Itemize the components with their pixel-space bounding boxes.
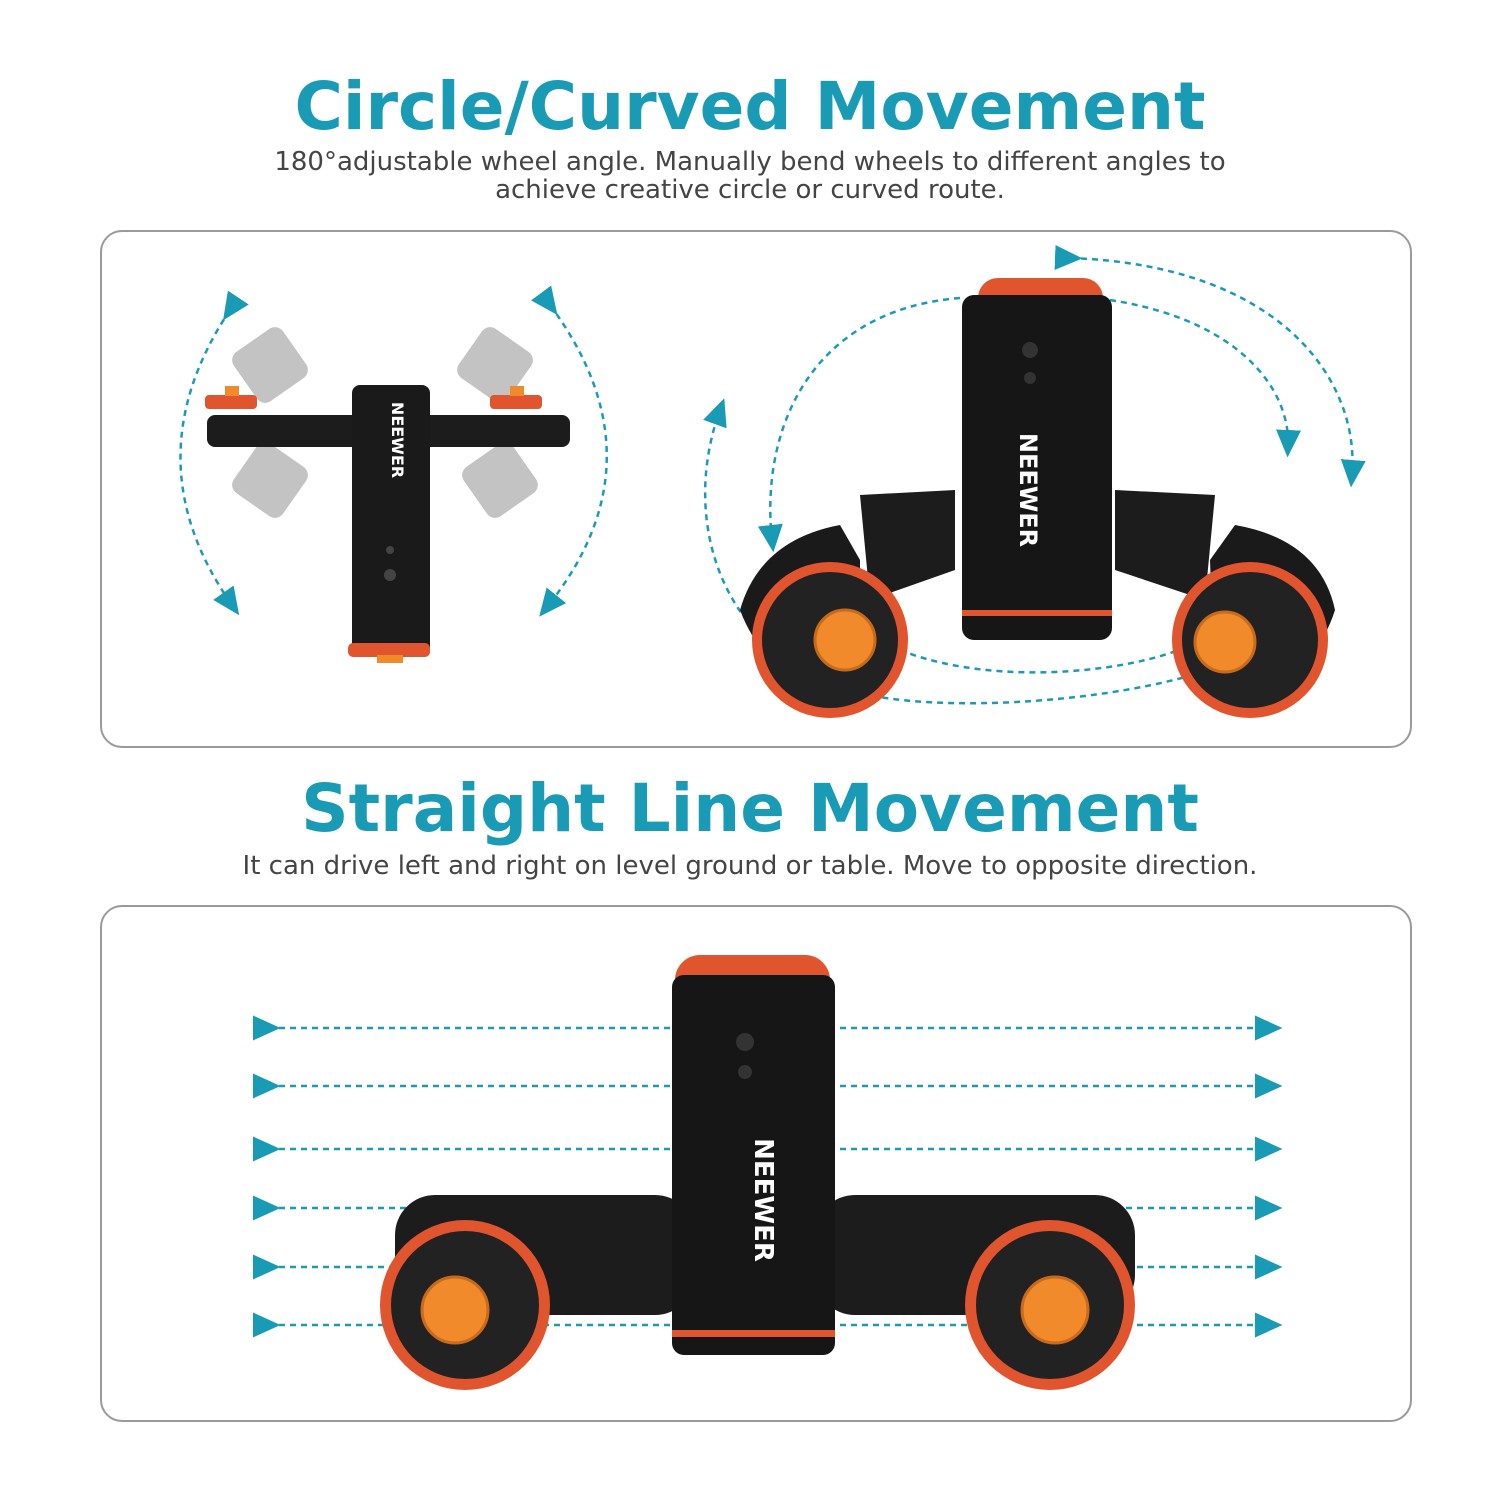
curve-arrow-right	[531, 285, 608, 617]
brand-logo: NEEWER	[1014, 433, 1042, 547]
curve-arrow-left	[179, 290, 249, 616]
section2-title: Straight Line Movement	[301, 770, 1199, 847]
section1-subtitle-line1: 180°adjustable wheel angle. Manually ben…	[274, 147, 1226, 177]
curved-movement-panel	[100, 230, 1412, 748]
section1-title: Circle/Curved Movement	[294, 68, 1206, 145]
brand-logo: NEEWER	[748, 1138, 778, 1262]
straight-movement-panel	[100, 905, 1412, 1422]
dolly-top-view: NEEWER	[205, 327, 570, 663]
section1-subtitle-line2: achieve creative circle or curved route.	[495, 175, 1005, 205]
dolly-front-view: NEEWER	[380, 955, 1135, 1390]
dolly-angled-view: NEEWER	[740, 278, 1335, 718]
section2-subtitle: It can drive left and right on level gro…	[242, 851, 1258, 881]
brand-logo: NEEWER	[388, 402, 407, 478]
